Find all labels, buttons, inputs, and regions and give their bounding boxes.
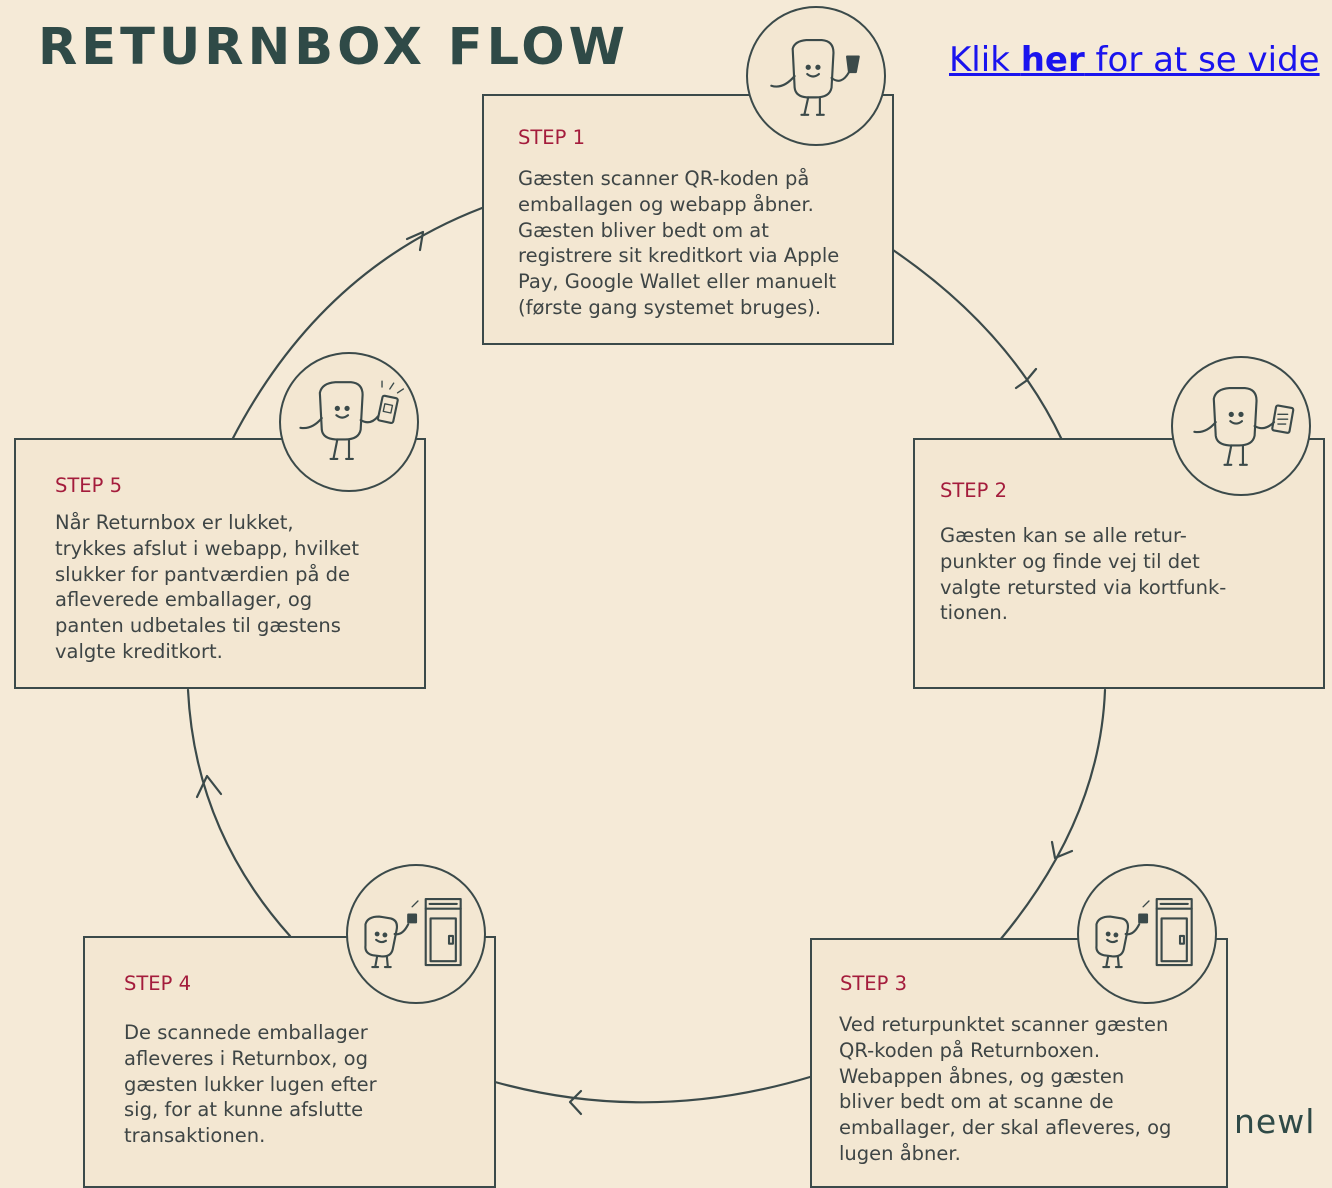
step-4-label: STEP 4 bbox=[124, 972, 191, 995]
step-5-line: valgte kreditkort. bbox=[55, 639, 223, 663]
mascot-returnbox-icon bbox=[346, 864, 486, 1004]
step-2-line: punkter og finde vej til det bbox=[940, 549, 1200, 573]
step-4-line: De scannede emballager bbox=[124, 1021, 368, 1044]
video-link[interactable]: Klik her for at se vide bbox=[949, 40, 1320, 80]
video-link-pre: Klik bbox=[949, 40, 1021, 80]
step-4-line: transaktionen. bbox=[124, 1124, 266, 1148]
mascot-phone-qr-icon bbox=[279, 352, 419, 492]
step-3-line: Ved returpunktet scanner gæsten bbox=[839, 1013, 1169, 1036]
step-1-line: (første gang systemet bruges). bbox=[518, 295, 822, 319]
step-3-label: STEP 3 bbox=[840, 972, 907, 995]
step-4-line: sig, for at kunne afslutte bbox=[124, 1098, 364, 1122]
step-3-line: lugen åbner. bbox=[839, 1141, 961, 1165]
step-1-text: Gæsten scanner QR-koden på emballagen og… bbox=[518, 166, 839, 321]
step-4-line: afleveres i Returnbox, og bbox=[124, 1046, 368, 1070]
step-1-line: Gæsten scanner QR-koden på bbox=[518, 167, 810, 190]
step-1-line: emballagen og webapp åbner. bbox=[518, 192, 814, 216]
step-3-line: Webappen åbnes, og gæsten bbox=[839, 1064, 1125, 1088]
mascot-returnbox-icon bbox=[1077, 864, 1217, 1004]
step-2-text: Gæsten kan se alle retur- punkter og fin… bbox=[940, 523, 1226, 626]
step-2-line: tionen. bbox=[940, 601, 1008, 625]
arrow-step3-to-step4 bbox=[493, 1075, 812, 1104]
arrow-step2-to-step3 bbox=[998, 688, 1107, 942]
video-link-post: for at se vide bbox=[1084, 40, 1320, 80]
mascot-phone-map-icon bbox=[1171, 356, 1311, 496]
step-2-line: Gæsten kan se alle retur- bbox=[940, 524, 1187, 547]
arrowhead-step1-to-step2 bbox=[1014, 367, 1038, 390]
mascot-holding-cup-icon bbox=[746, 6, 886, 146]
arrow-step4-to-step5 bbox=[186, 688, 292, 938]
video-link-her: her bbox=[1020, 40, 1085, 80]
arrowhead-step4-to-step5 bbox=[195, 774, 223, 799]
step-3-text: Ved returpunktet scanner gæsten QR-koden… bbox=[839, 1012, 1171, 1167]
step-5-line: trykkes afslut i webapp, hvilket bbox=[55, 536, 360, 560]
step-3-line: bliver bedt om at scanne de bbox=[839, 1090, 1114, 1114]
step-3-line: emballager, der skal afleveres, og bbox=[839, 1116, 1172, 1140]
step-1-label: STEP 1 bbox=[518, 126, 585, 149]
step-2-label: STEP 2 bbox=[940, 479, 1007, 502]
step-1-line: Pay, Google Wallet eller manuelt bbox=[518, 270, 837, 294]
arrow-step5-to-step1 bbox=[230, 206, 484, 442]
step-5-line: panten udbetales til gæstens bbox=[55, 614, 341, 638]
step-5-label: STEP 5 bbox=[55, 474, 122, 497]
step-2-line: valgte retursted via kortfunk- bbox=[940, 575, 1227, 599]
brand-logo-text: newl bbox=[1234, 1102, 1316, 1141]
step-4-line: gæsten lukker lugen efter bbox=[124, 1072, 377, 1096]
step-3-box bbox=[810, 938, 1228, 1188]
arrowhead-step2-to-step3 bbox=[1050, 840, 1074, 860]
step-5-line: afleverede emballager, og bbox=[55, 588, 313, 612]
step-5-line: Når Returnbox er lukket, bbox=[55, 511, 294, 534]
step-4-text: De scannede emballager afleveres i Retur… bbox=[124, 1020, 377, 1149]
step-3-line: QR-koden på Returnboxen. bbox=[839, 1038, 1101, 1062]
step-1-line: registrere sit kreditkort via Apple bbox=[518, 244, 840, 268]
arrow-step1-to-step2 bbox=[891, 248, 1064, 442]
step-5-line: slukker for pantværdien på de bbox=[55, 562, 350, 586]
step-5-text: Når Returnbox er lukket, trykkes afslut … bbox=[55, 510, 359, 665]
step-1-line: Gæsten bliver bedt om at bbox=[518, 218, 769, 242]
arrowhead-step3-to-step4 bbox=[568, 1089, 583, 1116]
page-title: RETURNBOX FLOW bbox=[38, 18, 629, 77]
arrowhead-step5-to-step1 bbox=[405, 230, 425, 252]
